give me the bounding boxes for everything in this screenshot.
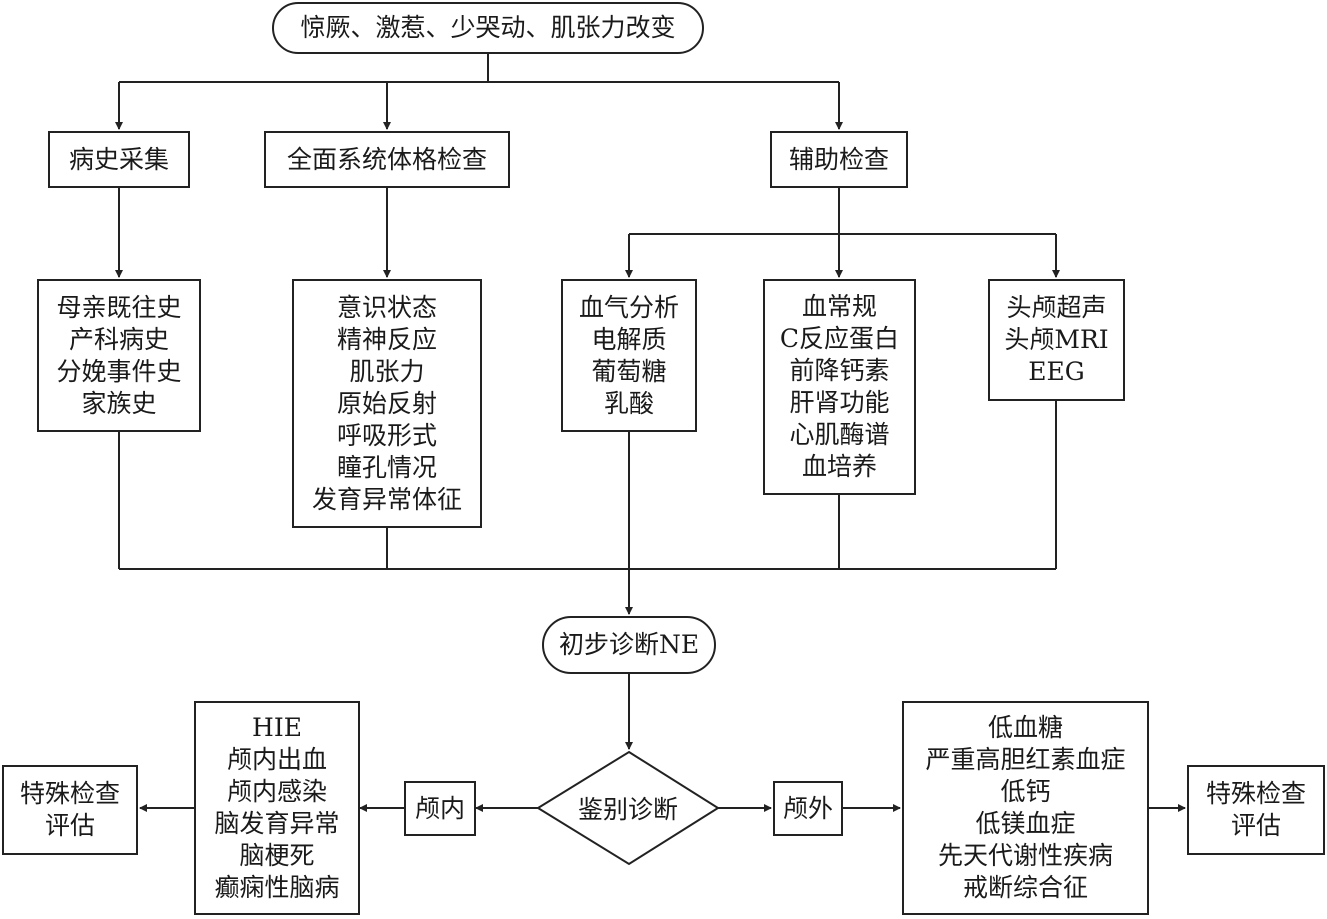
extracranial-item: 戒断综合征 <box>962 873 1088 902</box>
imaging-item: 头颅MRI <box>1004 325 1109 354</box>
physical-details-box: 意识状态 精神反应 肌张力 原始反射 呼吸形式 瞳孔情况 发育异常体征 <box>292 279 482 528</box>
physical-item: 精神反应 <box>336 324 437 354</box>
imaging-item: EEG <box>1028 357 1085 386</box>
blood-test-item: 肝肾功能 <box>789 388 890 417</box>
blood-test-item: C反应蛋白 <box>779 324 900 353</box>
start-label: 惊厥、激惹、少哭动、肌张力改变 <box>300 13 676 42</box>
physical-label: 全面系统体格检查 <box>286 144 487 174</box>
intracranial-node: 颅内 <box>404 781 476 836</box>
history-label: 病史采集 <box>68 144 169 174</box>
physical-item: 肌张力 <box>349 356 425 386</box>
history-item: 产科病史 <box>68 324 169 354</box>
blood-gas-item: 血气分析 <box>578 292 679 322</box>
history-details-box: 母亲既往史 产科病史 分娩事件史 家族史 <box>37 279 201 432</box>
physical-item: 瞳孔情况 <box>336 452 437 482</box>
blood-test-item: 血常规 <box>801 292 877 321</box>
blood-test-item: 心肌酶谱 <box>789 420 890 449</box>
intracranial-label: 颅内 <box>414 793 465 823</box>
intracranial-causes-box: HIE 颅内出血 颅内感染 脑发育异常 脑梗死 癫痫性脑病 <box>194 701 360 915</box>
intracranial-special-exam-box: 特殊检查 评估 <box>2 765 138 855</box>
blood-gas-item: 乳酸 <box>603 388 654 418</box>
history-collection-node: 病史采集 <box>48 131 190 188</box>
extracranial-node: 颅外 <box>773 781 843 836</box>
auxiliary-label: 辅助检查 <box>788 144 889 174</box>
intracranial-item: 颅内出血 <box>226 745 327 774</box>
blood-tests-box: 血常规 C反应蛋白 前降钙素 肝肾功能 心肌酶谱 血培养 <box>763 279 916 495</box>
blood-gas-item: 电解质 <box>591 324 667 354</box>
intracranial-item: 脑发育异常 <box>214 809 340 838</box>
extracranial-label: 颅外 <box>782 793 833 823</box>
physical-item: 原始反射 <box>336 388 437 418</box>
physical-item: 发育异常体征 <box>311 484 462 514</box>
physical-exam-node: 全面系统体格检查 <box>264 131 510 188</box>
blood-test-item: 血培养 <box>801 452 877 481</box>
special-exam-line: 评估 <box>1230 811 1281 840</box>
blood-gas-box: 血气分析 电解质 葡萄糖 乳酸 <box>561 279 697 432</box>
intracranial-item: 癫痫性脑病 <box>214 873 340 902</box>
extracranial-item: 低钙 <box>1000 777 1051 806</box>
special-exam-line: 评估 <box>44 811 95 840</box>
extracranial-item: 低镁血症 <box>975 809 1076 838</box>
differential-diagnosis-label: 鉴别诊断 <box>538 752 718 864</box>
imaging-box: 头颅超声 头颅MRI EEG <box>988 279 1125 401</box>
blood-test-item: 前降钙素 <box>789 356 890 385</box>
intracranial-item: HIE <box>252 713 302 742</box>
imaging-item: 头颅超声 <box>1006 293 1107 322</box>
differential-label: 鉴别诊断 <box>577 795 678 824</box>
differential-diamond <box>536 750 720 866</box>
intracranial-item: 颅内感染 <box>226 777 327 806</box>
diagnosis-label: 初步诊断NE <box>558 630 700 659</box>
extracranial-special-exam-box: 特殊检查 评估 <box>1187 765 1325 855</box>
extracranial-item: 严重高胆红素血症 <box>925 745 1126 774</box>
physical-item: 意识状态 <box>336 292 437 322</box>
blood-gas-item: 葡萄糖 <box>591 356 667 386</box>
preliminary-diagnosis-node: 初步诊断NE <box>542 616 716 674</box>
auxiliary-exam-node: 辅助检查 <box>770 131 908 188</box>
extracranial-item: 先天代谢性疾病 <box>937 841 1113 870</box>
extracranial-item: 低血糖 <box>987 713 1063 742</box>
history-item: 家族史 <box>81 388 157 418</box>
intracranial-item: 脑梗死 <box>239 841 315 870</box>
history-item: 母亲既往史 <box>56 292 182 322</box>
history-item: 分娩事件史 <box>56 356 182 386</box>
special-exam-line: 特殊检查 <box>1205 779 1306 808</box>
extracranial-causes-box: 低血糖 严重高胆红素血症 低钙 低镁血症 先天代谢性疾病 戒断综合征 <box>902 701 1149 915</box>
physical-item: 呼吸形式 <box>336 420 437 450</box>
start-symptoms-node: 惊厥、激惹、少哭动、肌张力改变 <box>272 2 704 54</box>
special-exam-line: 特殊检查 <box>19 779 120 808</box>
